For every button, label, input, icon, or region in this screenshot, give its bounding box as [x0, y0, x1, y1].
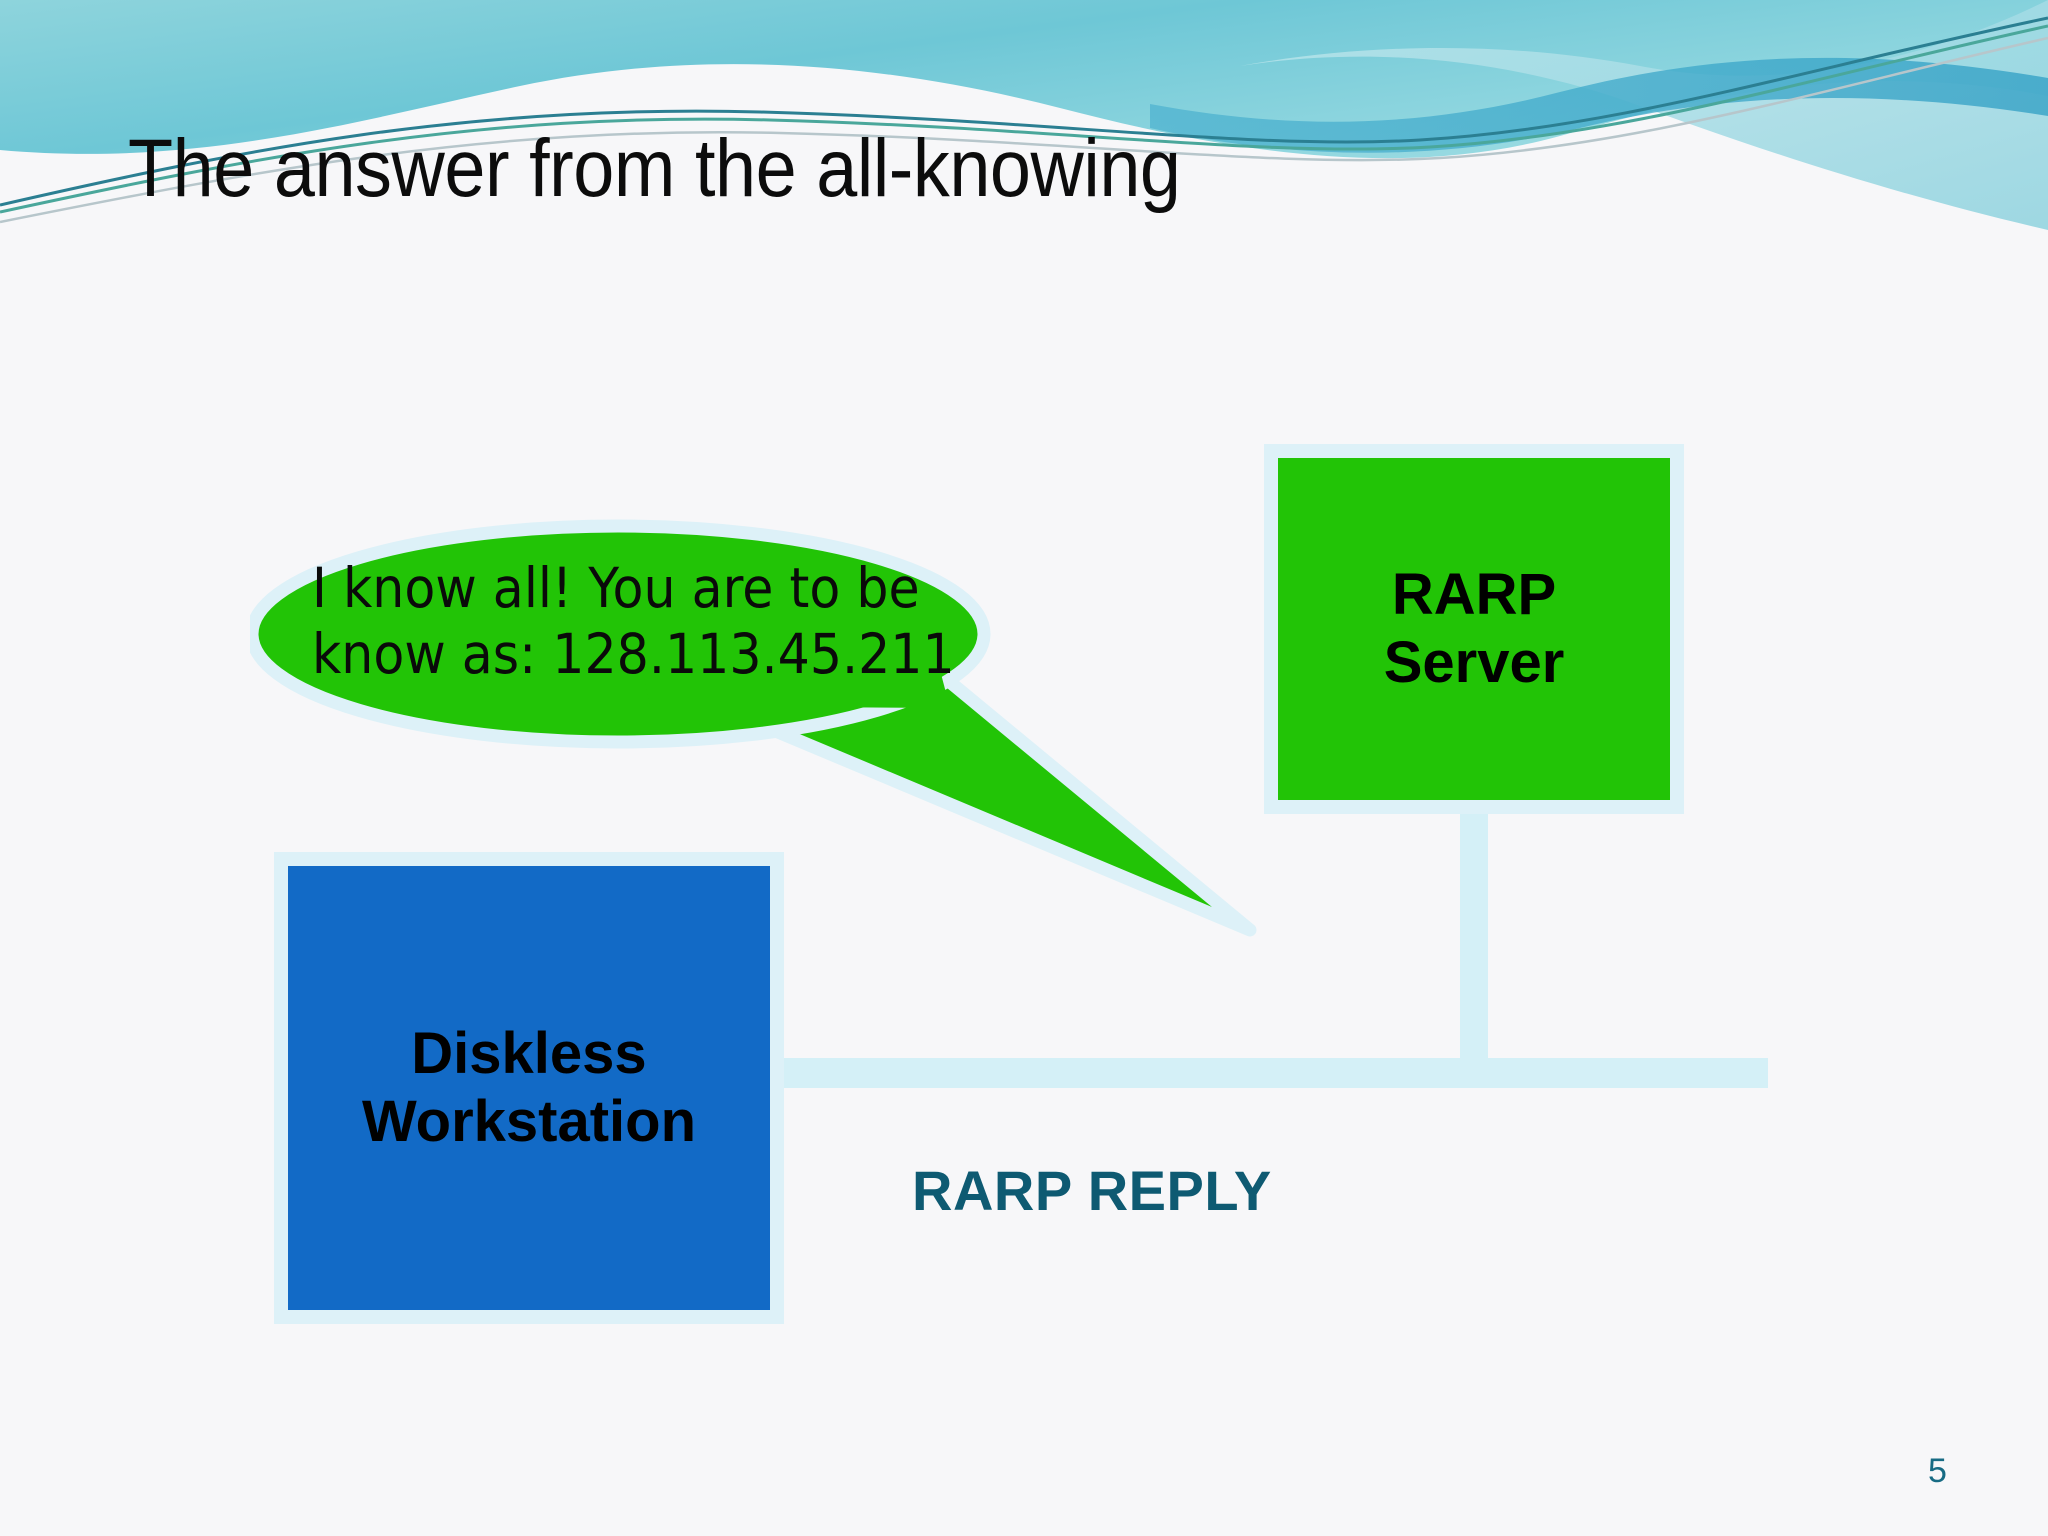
rarp-reply-caption: RARP REPLY — [912, 1159, 1272, 1222]
diskless-workstation-node[interactable]: Diskless Workstation — [274, 852, 784, 1324]
workstation-label-line1: Diskless — [411, 1020, 647, 1086]
workstation-label-line2: Workstation — [361, 1089, 697, 1154]
page-title: The answer from the all-knowing — [128, 123, 1181, 214]
rarp-server-label-line1: RARP — [1391, 561, 1557, 627]
server-drop-line — [1460, 800, 1488, 1070]
rarp-server-label: RARP Server — [1384, 561, 1565, 698]
speech-balloon-text: I know all! You are to be know as: 128.1… — [312, 555, 1039, 687]
network-bus-line — [778, 1058, 1768, 1088]
balloon-line-1: I know all! You are to be — [312, 556, 920, 620]
rarp-server-node[interactable]: RARP Server — [1264, 444, 1684, 814]
balloon-line-2: know as: 128.113.45.211 — [312, 622, 955, 686]
page-number: 5 — [1928, 1452, 1947, 1490]
speech-balloon[interactable]: I know all! You are to be know as: 128.1… — [250, 510, 1260, 940]
rarp-server-label-line2: Server — [1383, 630, 1565, 695]
diskless-workstation-label: Diskless Workstation — [362, 1020, 696, 1157]
speech-balloon-seam — [642, 668, 950, 708]
